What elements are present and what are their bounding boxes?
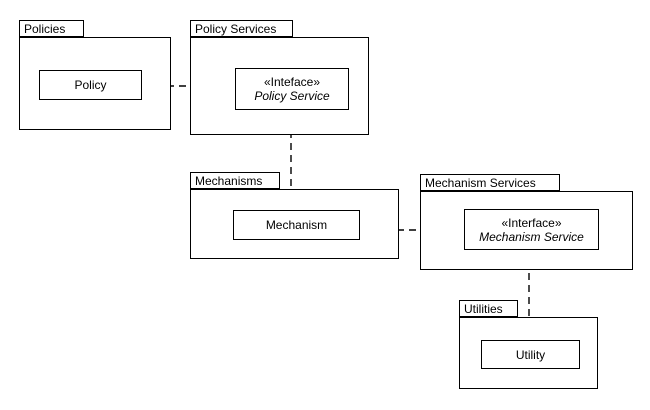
interface-name-mechanism-service: Mechanism Service	[479, 229, 584, 244]
package-tab-mechanisms: Mechanisms	[190, 172, 280, 189]
class-box-policy[interactable]: Policy	[39, 70, 142, 100]
package-tab-policy-services: Policy Services	[190, 20, 293, 37]
class-name-utility: Utility	[515, 347, 546, 362]
interface-box-mechanism-service[interactable]: «Interface» Mechanism Service	[464, 209, 599, 250]
package-label-mechanism-services: Mechanism Services	[425, 175, 536, 190]
stereotype-label-mechanism-service: «Interface»	[501, 215, 562, 230]
stereotype-label-policy-service: «Inteface»	[263, 75, 321, 89]
interface-box-policy-service[interactable]: «Inteface» Policy Service	[235, 68, 349, 110]
class-box-mechanism[interactable]: Mechanism	[233, 210, 360, 240]
package-tab-utilities: Utilities	[459, 300, 518, 317]
package-label-policies: Policies	[24, 21, 66, 36]
class-name-policy: Policy	[74, 78, 107, 92]
package-label-mechanisms: Mechanisms	[195, 173, 263, 188]
package-label-policy-services: Policy Services	[195, 21, 277, 36]
interface-name-policy-service: Policy Service	[254, 89, 330, 103]
package-tab-mechanism-services: Mechanism Services	[420, 174, 560, 191]
class-name-mechanism: Mechanism	[265, 218, 328, 232]
package-label-utilities: Utilities	[464, 301, 503, 316]
package-tab-policies: Policies	[19, 20, 84, 37]
class-box-utility[interactable]: Utility	[481, 340, 580, 369]
